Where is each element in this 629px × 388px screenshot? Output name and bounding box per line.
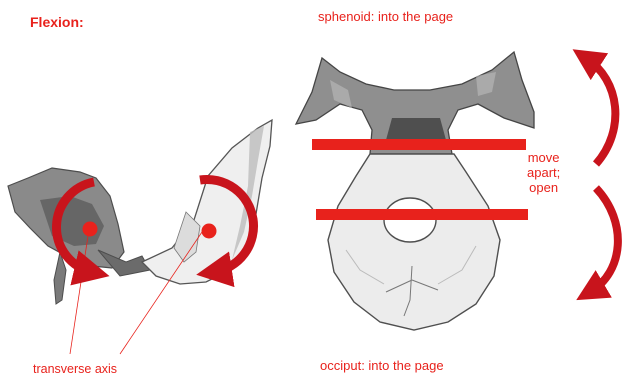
sphenoid-bar bbox=[312, 139, 526, 150]
axis-point-left-icon bbox=[83, 222, 98, 237]
axis-pointer-line-right bbox=[120, 232, 202, 354]
side-label-line-2: apart; bbox=[527, 165, 560, 180]
axis-point-right-icon bbox=[202, 224, 217, 239]
sphenoid-caption: sphenoid: into the page bbox=[318, 9, 453, 24]
lower-curved-arrow-icon bbox=[590, 188, 618, 292]
transverse-axis-label: transverse axis bbox=[33, 362, 117, 376]
occiput-lateral-bone bbox=[142, 120, 272, 284]
diagram-title: Flexion: bbox=[30, 14, 84, 30]
occiput-caption: occiput: into the page bbox=[320, 358, 444, 373]
side-label-line-3: open bbox=[527, 180, 560, 195]
occiput-top-bone bbox=[328, 154, 500, 330]
move-apart-open-label: move apart; open bbox=[527, 150, 560, 195]
upper-curved-arrow-icon bbox=[586, 58, 615, 164]
occiput-bar bbox=[316, 209, 528, 220]
sphenoid-top-bone bbox=[296, 52, 534, 154]
side-label-line-1: move bbox=[527, 150, 560, 165]
